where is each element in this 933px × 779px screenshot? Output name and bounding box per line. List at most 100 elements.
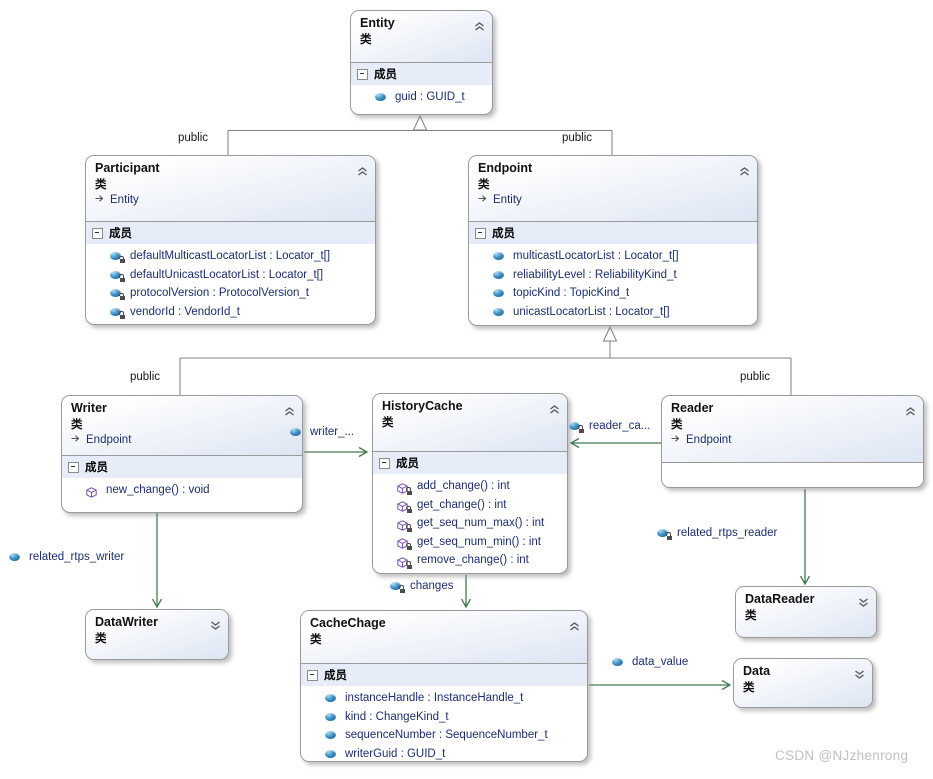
class-kind: 类 — [310, 634, 322, 646]
class-box-datawriter[interactable]: DataWriter 类 — [85, 609, 229, 660]
member-row[interactable]: multicastLocatorList : Locator_t[] — [469, 247, 757, 266]
member-row[interactable]: get_seq_num_min() : int — [373, 533, 567, 552]
members-label: 成员 — [396, 458, 419, 470]
expand-chevron-down-icon[interactable] — [858, 594, 869, 607]
collapse-chevron-up-icon[interactable] — [284, 403, 295, 416]
empty-members-area — [662, 462, 923, 487]
member-row[interactable]: defaultMulticastLocatorList : Locator_t[… — [86, 247, 375, 266]
member-text: topicKind : TopicKind_t — [513, 287, 630, 300]
class-header[interactable]: Reader 类 Endpoint — [662, 396, 923, 462]
member-row[interactable]: instanceHandle : InstanceHandle_t — [301, 689, 587, 708]
class-kind: 类 — [95, 179, 107, 191]
private-field-icon — [110, 270, 125, 282]
member-text: guid : GUID_t — [395, 91, 465, 104]
private-field-icon — [110, 289, 125, 301]
member-row[interactable]: sequenceNumber : SequenceNumber_t — [301, 726, 587, 745]
collapse-chevron-up-icon[interactable] — [569, 618, 580, 631]
inheritance-label-writer: public — [130, 371, 161, 383]
collapse-minus-icon[interactable] — [379, 457, 390, 469]
class-box-participant[interactable]: Participant 类 Entity 成员 defaultMulticast… — [85, 155, 376, 325]
members-section-header[interactable]: 成员 — [351, 63, 492, 85]
member-row[interactable]: get_change() : int — [373, 496, 567, 515]
class-header[interactable]: DataWriter 类 — [86, 610, 228, 659]
class-header[interactable]: Participant 类 Entity — [86, 156, 375, 221]
association-label-writer-cache[interactable]: writer_... — [290, 426, 354, 438]
association-label-text: data_value — [632, 656, 689, 668]
association-label-related-rtps-writer[interactable]: related_rtps_writer — [9, 551, 124, 563]
member-text: kind : ChangeKind_t — [345, 710, 449, 723]
class-header[interactable]: Data 类 — [734, 659, 872, 707]
class-header[interactable]: Writer 类 Endpoint — [62, 396, 302, 455]
collapse-chevron-up-icon[interactable] — [474, 18, 485, 31]
association-label-reader-cache[interactable]: reader_ca... — [569, 420, 650, 433]
member-row[interactable]: guid : GUID_t — [351, 88, 492, 107]
class-box-reader[interactable]: Reader 类 Endpoint — [661, 395, 924, 488]
collapse-chevron-up-icon[interactable] — [357, 163, 368, 176]
members-section-header[interactable]: 成员 — [301, 664, 587, 686]
collapse-minus-icon[interactable] — [475, 227, 486, 239]
expand-chevron-down-icon[interactable] — [210, 617, 221, 630]
class-box-entity[interactable]: Entity 类 成员 guid : GUID_t — [350, 10, 493, 115]
class-box-endpoint[interactable]: Endpoint 类 Entity 成员 multicastLocatorLis… — [468, 155, 758, 326]
members-label: 成员 — [109, 228, 132, 240]
members-section-header[interactable]: 成员 — [86, 222, 375, 244]
class-box-cachechage[interactable]: CacheChage 类 成员 instanceHandle : Instanc… — [300, 610, 588, 762]
member-text: add_change() : int — [417, 480, 510, 493]
private-field-icon — [657, 529, 672, 540]
class-name: Endpoint — [478, 161, 533, 175]
base-type-name: Endpoint — [86, 434, 132, 446]
class-header[interactable]: Endpoint 类 Entity — [469, 156, 757, 221]
members-section-header[interactable]: 成员 — [469, 222, 757, 244]
collapse-minus-icon[interactable] — [92, 227, 103, 239]
member-row[interactable]: remove_change() : int — [373, 551, 567, 570]
collapse-chevron-up-icon[interactable] — [549, 401, 560, 414]
member-text: instanceHandle : InstanceHandle_t — [345, 692, 524, 705]
class-header[interactable]: Entity 类 — [351, 11, 492, 62]
class-box-writer[interactable]: Writer 类 Endpoint 成员 — [61, 395, 303, 513]
collapse-minus-icon[interactable] — [307, 669, 318, 681]
association-label-text: related_rtps_reader — [677, 527, 778, 539]
collapse-chevron-up-icon[interactable] — [739, 163, 750, 176]
member-text: reliabilityLevel : ReliabilityKind_t — [513, 268, 677, 281]
class-box-datareader[interactable]: DataReader 类 — [735, 586, 877, 638]
field-icon — [493, 270, 504, 279]
member-text: unicastLocatorList : Locator_t[] — [513, 305, 670, 318]
member-row[interactable]: new_change() : void — [62, 481, 302, 500]
member-row[interactable]: vendorId : VendorId_t — [86, 303, 375, 322]
member-row[interactable]: protocolVersion : ProtocolVersion_t — [86, 284, 375, 303]
members-section-header[interactable]: 成员 — [373, 452, 567, 474]
expand-chevron-down-icon[interactable] — [854, 666, 865, 679]
base-type-arrow-icon — [95, 194, 105, 206]
member-row[interactable]: defaultUnicastLocatorList : Locator_t[] — [86, 266, 375, 285]
association-label-changes[interactable]: changes — [390, 580, 453, 593]
members-label: 成员 — [324, 670, 347, 682]
class-box-data[interactable]: Data 类 — [733, 658, 873, 708]
field-icon — [493, 289, 504, 298]
base-type-row: Endpoint — [671, 434, 915, 446]
member-text: vendorId : VendorId_t — [130, 305, 240, 318]
association-label-related-rtps-reader[interactable]: related_rtps_reader — [657, 527, 778, 540]
class-box-historycache[interactable]: HistoryCache 类 成员 add_change() : int — [372, 393, 568, 574]
member-row[interactable]: get_seq_num_max() : int — [373, 514, 567, 533]
collapse-minus-icon[interactable] — [68, 461, 79, 473]
association-label-data-value[interactable]: data_value — [612, 656, 688, 668]
member-text: defaultMulticastLocatorList : Locator_t[… — [130, 250, 331, 263]
class-header[interactable]: DataReader 类 — [736, 587, 876, 637]
class-header[interactable]: HistoryCache 类 — [373, 394, 567, 451]
field-icon — [9, 553, 20, 561]
member-row[interactable]: add_change() : int — [373, 477, 567, 496]
member-row[interactable]: unicastLocatorList : Locator_t[] — [469, 303, 757, 322]
members-section-header[interactable]: 成员 — [62, 456, 302, 478]
collapse-minus-icon[interactable] — [357, 68, 368, 80]
class-header[interactable]: CacheChage 类 — [301, 611, 587, 663]
class-kind: 类 — [360, 34, 372, 46]
member-row[interactable]: writerGuid : GUID_t — [301, 745, 587, 762]
class-name: Participant — [95, 161, 160, 175]
member-row[interactable]: kind : ChangeKind_t — [301, 708, 587, 727]
member-row[interactable]: topicKind : TopicKind_t — [469, 284, 757, 303]
class-name: DataWriter — [95, 615, 158, 629]
class-kind: 类 — [743, 682, 755, 694]
member-text: writerGuid : GUID_t — [345, 747, 446, 760]
member-row[interactable]: reliabilityLevel : ReliabilityKind_t — [469, 266, 757, 285]
collapse-chevron-up-icon[interactable] — [905, 403, 916, 416]
